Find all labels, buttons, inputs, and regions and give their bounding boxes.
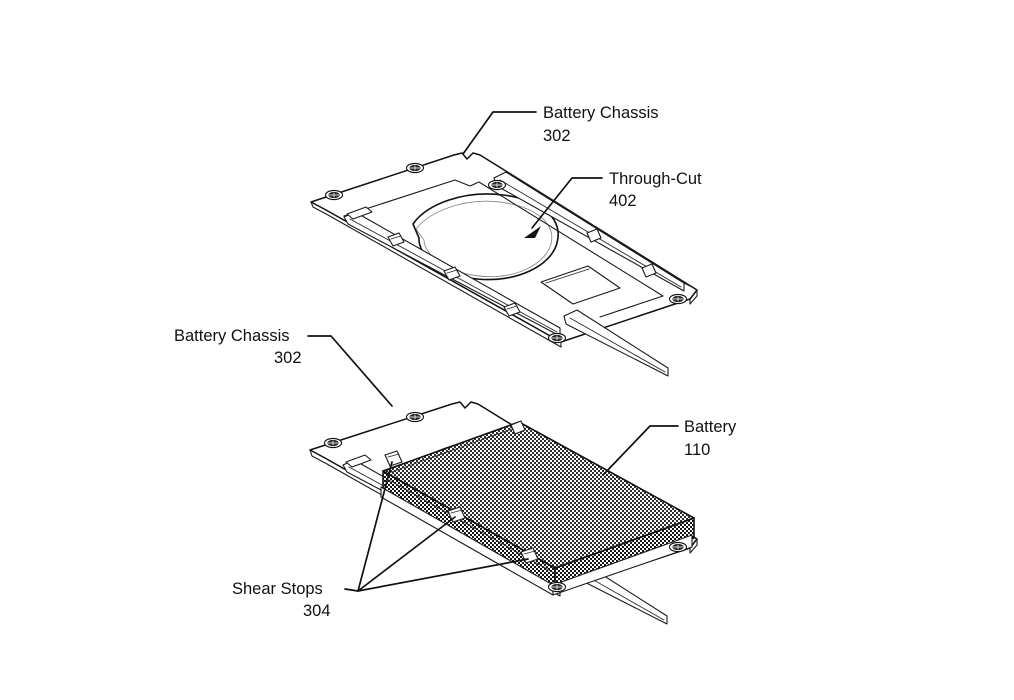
callout-label-battery-chassis-top: Battery Chassis xyxy=(543,104,659,122)
screw-boss xyxy=(405,411,425,423)
chassis-mount-ear xyxy=(346,206,373,220)
callout-label-through-cut: Through-Cut xyxy=(609,170,702,188)
lower-chassis-mount-ear xyxy=(345,454,372,468)
shear-stop-tab xyxy=(384,450,403,467)
shear-stop-tab xyxy=(443,266,461,281)
battery-edge-highlight xyxy=(385,425,521,475)
leader-through-cut xyxy=(524,177,603,238)
screw-boss xyxy=(668,293,688,305)
callout-label-shear-stops: Shear Stops xyxy=(232,580,323,598)
leader-battery-chassis-bottom xyxy=(307,335,393,407)
screw-boss xyxy=(487,179,507,191)
leader-battery xyxy=(603,425,679,475)
callout-number-battery-chassis-top: 302 xyxy=(543,127,571,145)
chassis-inner-slot xyxy=(540,265,621,305)
screw-boss xyxy=(547,332,567,344)
callout-number-shear-stops: 304 xyxy=(303,602,331,620)
screw-boss xyxy=(324,189,344,201)
callout-number-through-cut: 402 xyxy=(609,192,637,210)
leader-shear-stops xyxy=(344,461,529,592)
lower-chassis-front-edge xyxy=(309,449,561,597)
screw-boss xyxy=(547,581,567,593)
chassis-inner-ledge xyxy=(343,179,664,318)
screw-boss xyxy=(668,541,688,553)
screw-boss xyxy=(405,162,425,174)
callout-label-battery-chassis-bottom: Battery Chassis xyxy=(174,327,290,345)
shear-stop-tab xyxy=(387,232,405,247)
lower-chassis-right-edge xyxy=(689,538,698,554)
chassis-plate-front-edge xyxy=(310,201,562,348)
shear-stop-tab xyxy=(503,302,521,317)
leader-battery-chassis-top xyxy=(462,111,537,155)
callout-number-battery: 110 xyxy=(684,441,710,459)
chassis-bottom-rail xyxy=(563,309,669,377)
lower-battery-chassis-assembly xyxy=(309,401,698,625)
screw-boss xyxy=(323,437,343,449)
callout-number-battery-chassis-bottom: 302 xyxy=(274,349,302,367)
chassis-plate-right-edge xyxy=(689,289,698,305)
upper-battery-chassis-assembly xyxy=(310,152,698,377)
shear-stop-tab xyxy=(510,420,526,435)
battery-base-lip-right xyxy=(552,534,693,596)
shear-stop-tab xyxy=(586,228,602,243)
battery-top-face xyxy=(382,421,695,569)
callout-label-battery: Battery xyxy=(684,418,737,436)
shear-stop-tab xyxy=(641,263,657,278)
